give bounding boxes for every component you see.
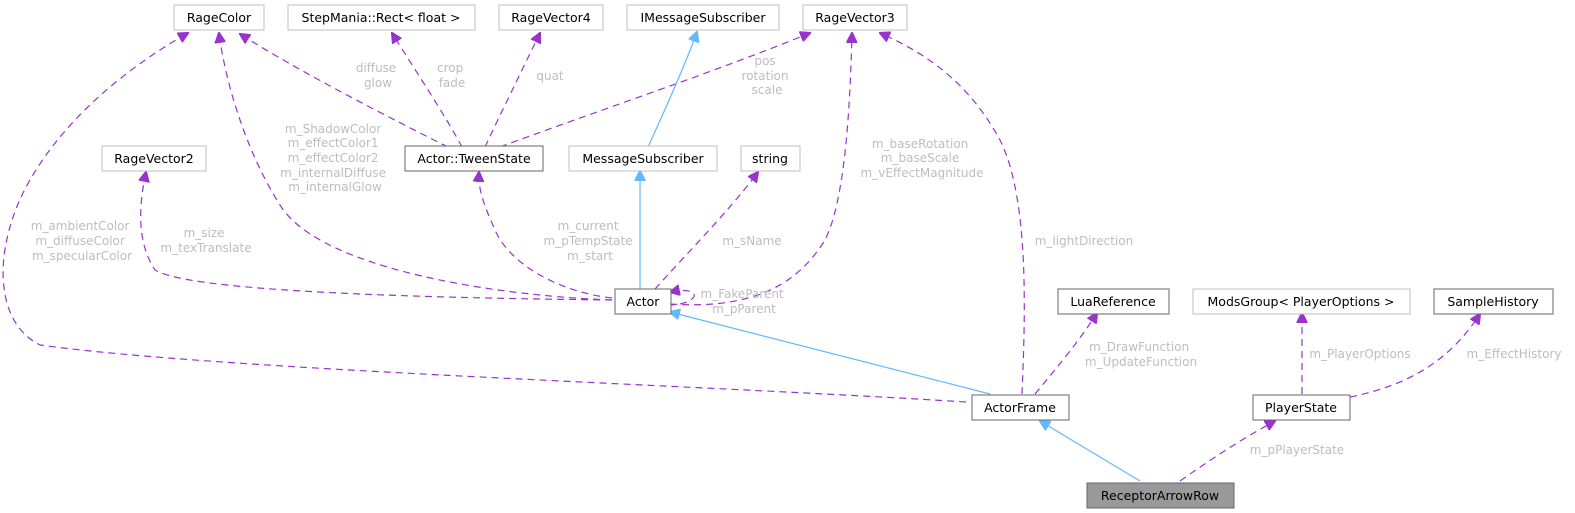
svg-text:RageVector3: RageVector3 bbox=[815, 10, 894, 25]
label-tween-vec4: quat bbox=[536, 69, 564, 83]
edge-tween-rect bbox=[392, 33, 463, 148]
edge-actor-vec3 bbox=[669, 33, 852, 306]
label-actorframe-vec3: m_lightDirection bbox=[1035, 234, 1134, 248]
edge-msgsub-imsgsub bbox=[647, 32, 697, 148]
svg-text:RageVector4: RageVector4 bbox=[511, 10, 591, 25]
svg-text:StepMania::Rect< float >: StepMania::Rect< float > bbox=[302, 10, 461, 25]
svg-text:string: string bbox=[752, 151, 788, 166]
svg-text:LuaReference: LuaReference bbox=[1070, 294, 1156, 309]
svg-text:IMessageSubscriber: IMessageSubscriber bbox=[640, 10, 766, 25]
edge-tween-ragecolor bbox=[240, 34, 449, 148]
node-stepmania-rect[interactable]: StepMania::Rect< float > bbox=[287, 4, 476, 31]
svg-text:RageColor: RageColor bbox=[187, 10, 252, 25]
node-actor[interactable]: Actor bbox=[614, 288, 672, 315]
svg-text:Actor: Actor bbox=[627, 294, 661, 309]
edge-actor-ragecolor bbox=[219, 33, 613, 301]
node-ragevector2[interactable]: RageVector2 bbox=[101, 145, 207, 172]
node-playerstate[interactable]: PlayerState bbox=[1252, 394, 1351, 421]
edge-actor-vec2 bbox=[141, 172, 613, 301]
edge-actorframe-actor bbox=[670, 312, 991, 395]
svg-text:ReceptorArrowRow: ReceptorArrowRow bbox=[1101, 488, 1219, 503]
label-tween-ragecolor: diffuse glow bbox=[356, 61, 400, 90]
edge-receptor-actorframe bbox=[1040, 421, 1141, 482]
svg-text:ActorFrame: ActorFrame bbox=[984, 400, 1056, 415]
label-actor-vec2: m_size m_texTranslate bbox=[160, 226, 251, 255]
edge-tween-vec3 bbox=[499, 33, 810, 148]
label-actorframe-ragecolor: m_ambientColor m_diffuseColor m_specular… bbox=[31, 219, 134, 263]
node-actor-tweenstate[interactable]: Actor::TweenState bbox=[404, 145, 544, 172]
label-playerstate-sample: m_EffectHistory bbox=[1467, 347, 1562, 361]
svg-text:PlayerState: PlayerState bbox=[1265, 400, 1337, 415]
label-actor-vec3: m_baseRotation m_baseScale m_vEffectMagn… bbox=[861, 137, 984, 180]
nodes: RageColor StepMania::Rect< float > RageV… bbox=[101, 4, 1554, 509]
node-string[interactable]: string bbox=[740, 145, 801, 172]
label-tween-rect: crop fade bbox=[437, 61, 467, 90]
edge-actor-string bbox=[654, 172, 758, 290]
svg-text:MessageSubscriber: MessageSubscriber bbox=[582, 151, 704, 166]
edge-receptor-playerstate bbox=[1179, 421, 1275, 482]
node-samplehistory[interactable]: SampleHistory bbox=[1433, 288, 1554, 315]
node-actorframe[interactable]: ActorFrame bbox=[971, 394, 1070, 421]
label-actor-self: m_FakeParent m_pParent bbox=[701, 287, 788, 316]
node-ragevector4[interactable]: RageVector4 bbox=[498, 4, 604, 31]
edge-labels: diffuse glow crop fade quat pos rotation… bbox=[31, 54, 1562, 457]
svg-text:ModsGroup< PlayerOptions >: ModsGroup< PlayerOptions > bbox=[1208, 294, 1395, 309]
label-playerstate-mods: m_PlayerOptions bbox=[1309, 347, 1410, 361]
label-tween-vec3: pos rotation scale bbox=[742, 54, 793, 97]
node-ragevector3[interactable]: RageVector3 bbox=[802, 4, 908, 31]
edge-actorframe-ragecolor bbox=[2, 33, 967, 403]
node-luareference[interactable]: LuaReference bbox=[1057, 288, 1170, 315]
svg-text:Actor::TweenState: Actor::TweenState bbox=[417, 151, 531, 166]
edges bbox=[2, 32, 1480, 482]
node-imessagesubscriber[interactable]: IMessageSubscriber bbox=[626, 4, 780, 31]
node-messagesubscriber[interactable]: MessageSubscriber bbox=[568, 145, 718, 172]
label-receptor-playerstate: m_pPlayerState bbox=[1250, 443, 1344, 457]
node-receptorarrowrow[interactable]: ReceptorArrowRow bbox=[1086, 482, 1235, 509]
edge-tween-vec4 bbox=[484, 33, 540, 148]
label-actorframe-lua: m_DrawFunction m_UpdateFunction bbox=[1085, 340, 1197, 369]
edge-actorframe-lua bbox=[1034, 313, 1097, 395]
svg-text:SampleHistory: SampleHistory bbox=[1447, 294, 1539, 309]
edge-actor-self bbox=[668, 291, 695, 306]
label-actor-tween: m_current m_pTempState m_start bbox=[544, 219, 637, 263]
svg-text:RageVector2: RageVector2 bbox=[114, 151, 193, 166]
node-ragecolor[interactable]: RageColor bbox=[173, 4, 265, 31]
label-actor-ragecolor: m_ShadowColor m_effectColor1 m_effectCol… bbox=[280, 122, 390, 194]
edge-actorframe-vec3 bbox=[880, 33, 1025, 395]
label-actor-string: m_sName bbox=[722, 234, 781, 248]
edge-actor-tween bbox=[479, 172, 613, 299]
node-modsgroup-playeroptions[interactable]: ModsGroup< PlayerOptions > bbox=[1192, 288, 1411, 315]
